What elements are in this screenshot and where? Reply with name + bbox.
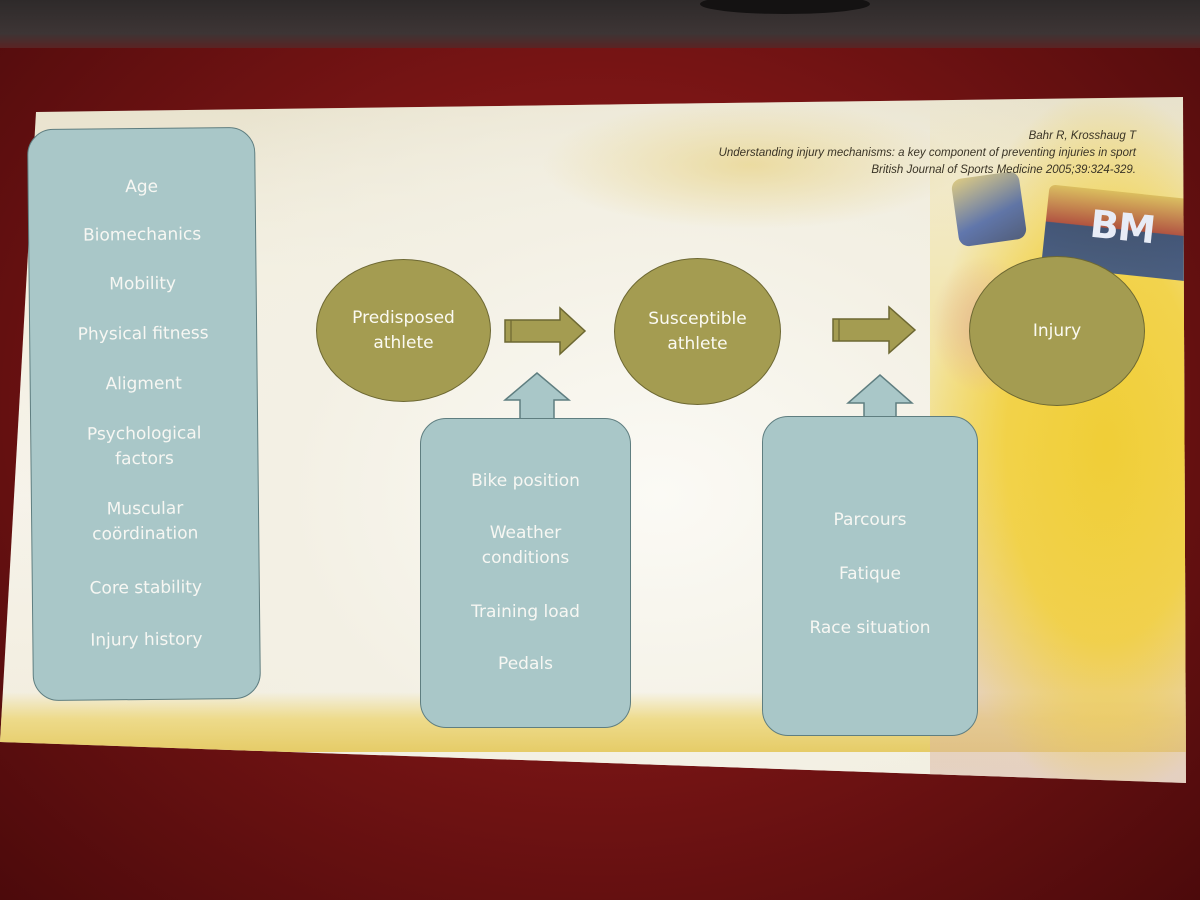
stage-label: Susceptible athlete <box>648 308 747 354</box>
exposure-item: Pedals <box>498 654 553 674</box>
event-item: Race situation <box>809 618 931 638</box>
ceiling <box>0 0 1200 48</box>
exposure-item: Bike position <box>471 471 580 491</box>
exposure-item: Weather conditions <box>481 523 570 568</box>
citation-title: Understanding injury mechanisms: a key c… <box>718 147 1136 159</box>
right-arrow-1 <box>504 306 587 356</box>
exposure-factors-box: Bike position Weather conditions Trainin… <box>420 418 631 728</box>
citation-authors: Bahr R, Krosshaug T <box>1028 130 1136 142</box>
event-item: Parcours <box>833 510 907 530</box>
stage-predisposed-athlete: Predisposed athlete <box>316 259 491 402</box>
citation: Bahr R, Krosshaug T Understanding injury… <box>719 128 1136 179</box>
stage-injury: Injury <box>969 256 1145 406</box>
projector <box>700 0 870 14</box>
stage-susceptible-athlete: Susceptible athlete <box>614 258 781 405</box>
event-factors-box: Parcours Fatique Race situation <box>762 416 978 736</box>
stage-label: Predisposed athlete <box>352 307 455 353</box>
right-arrow-2 <box>832 305 917 355</box>
background-blur <box>540 100 960 230</box>
stage-label: Injury <box>1032 320 1082 341</box>
exposure-item: Training load <box>471 602 580 622</box>
event-item: Fatique <box>838 564 902 584</box>
citation-journal: British Journal of Sports Medicine 2005;… <box>871 164 1136 176</box>
